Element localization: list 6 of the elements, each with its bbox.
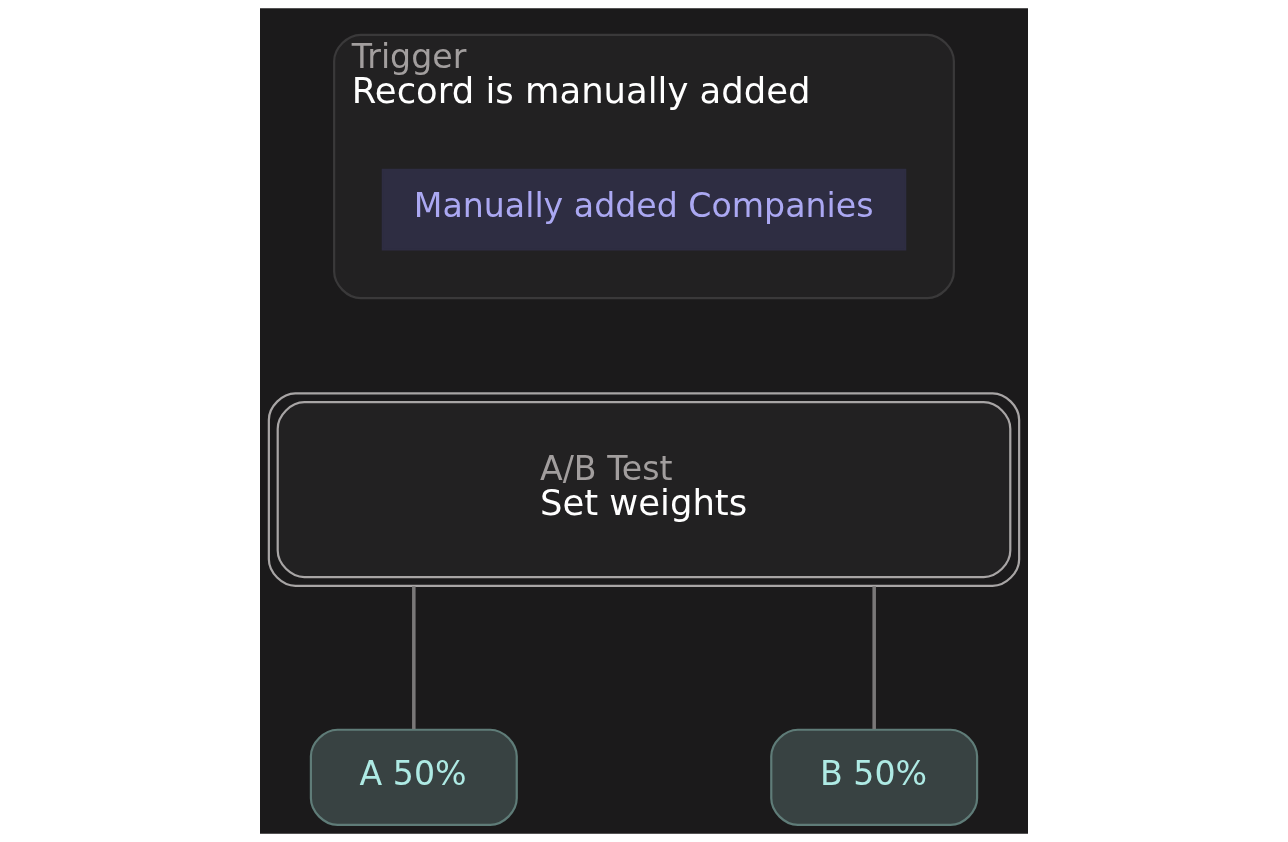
- node-box: B 50%: [770, 728, 979, 827]
- node-box: A/B Test Set weights: [267, 392, 1021, 587]
- node-box: A 50%: [309, 728, 518, 827]
- connector: [412, 586, 416, 729]
- connector: [872, 586, 876, 729]
- node-box: Manually added Companies: [381, 168, 907, 251]
